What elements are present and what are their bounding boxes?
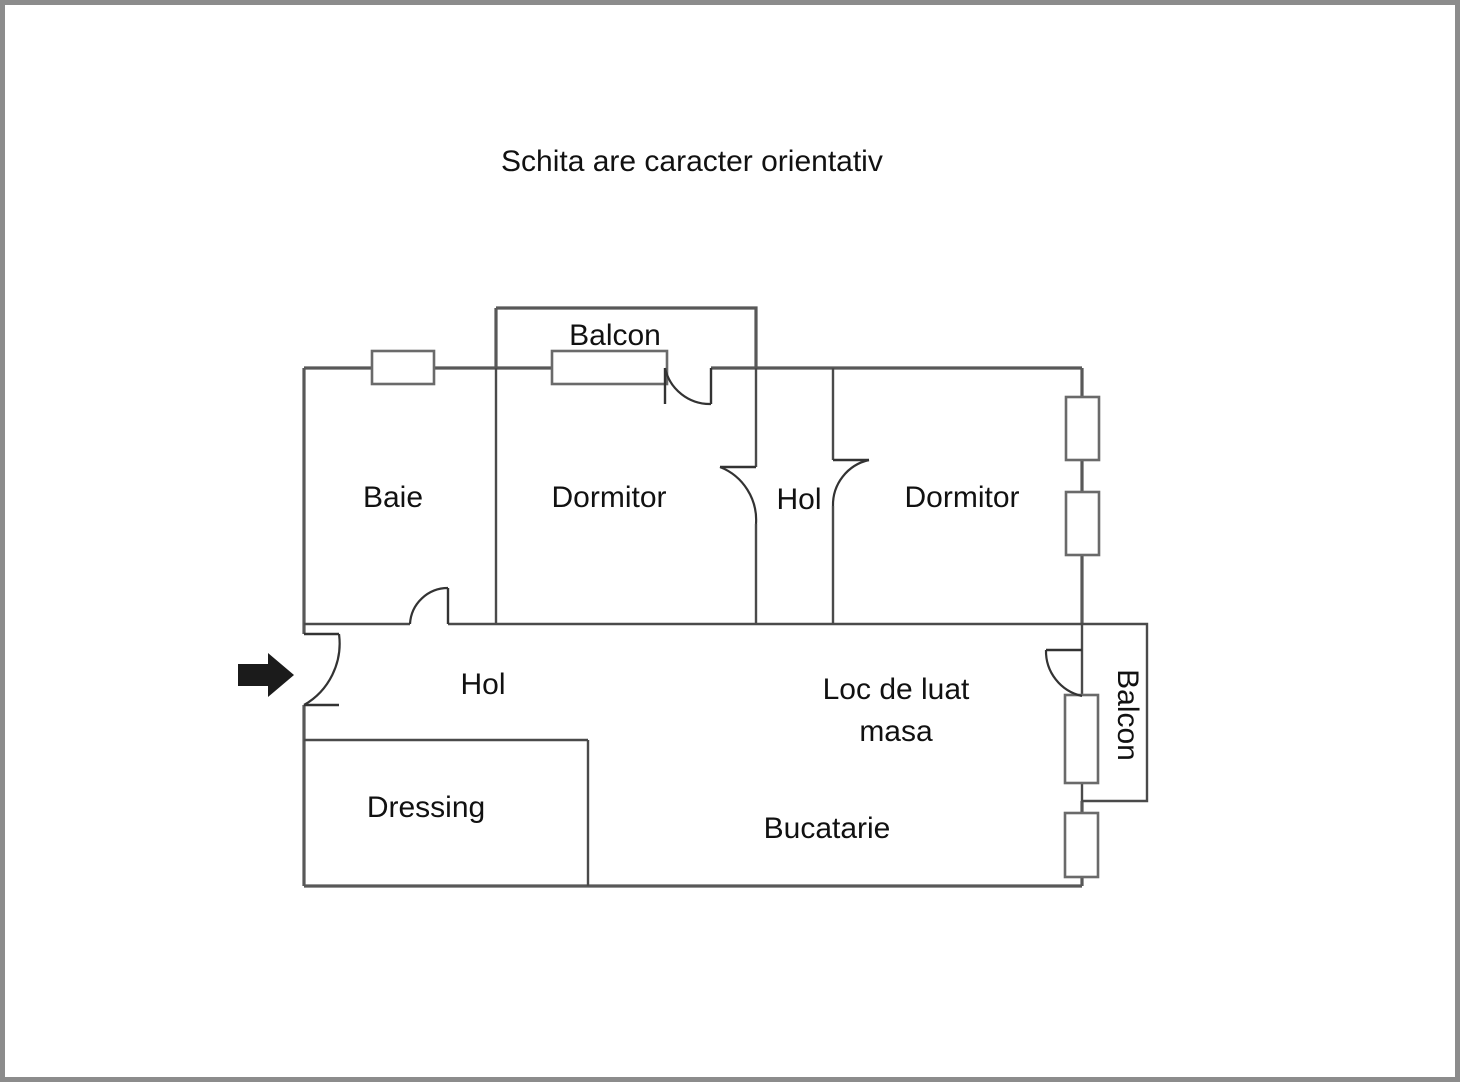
window-bucatarie — [1063, 811, 1100, 879]
room-label-loc-de-luat: Loc de luat — [823, 673, 970, 706]
door-balcon-right — [1044, 648, 1083, 698]
window-balcon-top — [550, 349, 669, 386]
window-dormitor2-lower — [1064, 490, 1101, 557]
door-dormitor1 — [719, 465, 758, 525]
interior-walls — [304, 368, 1082, 886]
floor-plan-drawing: Schita are caracter orientativ — [238, 145, 1149, 888]
window-balcon-right — [1063, 693, 1100, 785]
room-label-dormitor-1: Dormitor — [551, 481, 666, 514]
door-baie — [408, 586, 450, 625]
room-label-dormitor-2: Dormitor — [904, 481, 1019, 514]
room-label-hol-main: Hol — [460, 668, 505, 701]
door-entrance — [303, 632, 341, 707]
window-dormitor2-upper — [1064, 395, 1101, 462]
room-label-balcon-right: Balcon — [1111, 669, 1144, 761]
door-dormitor2 — [831, 458, 870, 507]
room-label-hol-top: Hol — [776, 483, 821, 516]
room-label-loc-de-luat-masa: masa — [859, 715, 933, 748]
room-label-baie: Baie — [363, 481, 423, 514]
page-title: Schita are caracter orientativ — [501, 145, 883, 178]
arrow-right-icon — [238, 653, 294, 697]
room-label-dressing: Dressing — [367, 791, 485, 824]
balcon-top-outline — [494, 306, 758, 368]
room-label-balcon-top: Balcon — [569, 319, 661, 352]
room-label-bucatarie: Bucatarie — [764, 812, 891, 845]
window-baie — [370, 349, 436, 386]
door-balcon-top — [663, 367, 713, 406]
